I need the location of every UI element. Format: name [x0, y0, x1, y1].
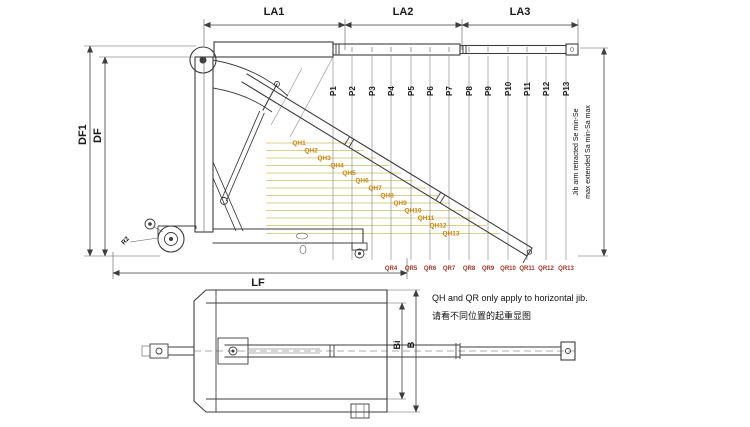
dimension-bi-b: Bi B: [387, 289, 420, 413]
qh-label-9: QH9: [393, 200, 407, 207]
jib-note-line2: max extended Sa min-Sa max: [585, 105, 592, 199]
qh-label-12: QH12: [430, 223, 447, 230]
mast-assembly: [189, 46, 334, 233]
qh-label-2: QH2: [304, 148, 318, 155]
la3-label: LA3: [510, 6, 531, 18]
qh-label-5: QH5: [342, 170, 356, 177]
la1-label: LA1: [264, 6, 285, 18]
df1-label: DF1: [77, 124, 89, 145]
p-label-8: P8: [465, 86, 474, 96]
jib-tip-pin: [526, 249, 533, 255]
qh-label-3: QH3: [317, 155, 331, 162]
qh-label-13: QH13: [443, 231, 460, 238]
qr-label-8: QR8: [463, 266, 476, 272]
p-label-3: P3: [368, 86, 377, 96]
qr-label-12: QR12: [538, 266, 554, 272]
plan-jib-end-cap: [560, 341, 576, 361]
qh-label-11: QH11: [418, 215, 435, 222]
caster-wheel-assembly: [129, 218, 197, 253]
qr-label-5: QR5: [405, 266, 418, 272]
hydraulic-cylinder: [220, 81, 280, 205]
lf-label: LF: [251, 277, 265, 289]
r2-leader-line: [129, 237, 159, 243]
p-label-13: P13: [562, 81, 571, 96]
p-label-4: P4: [387, 86, 396, 96]
plan-caster: [149, 343, 169, 359]
qh-label-1: QH1: [292, 140, 306, 147]
p-label-5: P5: [407, 86, 416, 96]
qr-label-13: QR13: [558, 266, 574, 272]
p-label-11: P11: [523, 82, 532, 96]
qh-label-6: QH6: [355, 178, 369, 185]
pulley-circle: [189, 46, 217, 74]
p-label-6: P6: [426, 86, 435, 96]
qr-label-4: QR4: [385, 266, 398, 272]
plan-view: [141, 289, 576, 419]
p-labels: P1 P2 P3 P4 P5 P6 P7 P8 P9 P10 P11 P12 P…: [329, 81, 571, 96]
qh-label-10: QH10: [405, 208, 422, 215]
plan-mast-base: [217, 337, 249, 365]
plan-wheel: [350, 403, 370, 419]
la2-label: LA2: [393, 6, 414, 18]
dimension-se-sa: Jib arm retracted Se min-Se max extended…: [573, 47, 608, 257]
b-label: B: [406, 341, 416, 348]
df-label: DF: [92, 128, 104, 143]
p-position-grid: [332, 56, 567, 260]
footnotes: QH and QR only apply to horizontal jib. …: [432, 293, 588, 321]
footnote-english: QH and QR only apply to horizontal jib.: [432, 293, 588, 303]
qr-labels: QR4 QR5 QR6 QR7 QR8 QR9 QR10 QR11 QR12 Q…: [385, 266, 575, 272]
p-label-1: P1: [329, 86, 338, 96]
jib-note-line1: Jib arm retracted Se min-Se: [573, 108, 580, 195]
qh-label-7: QH7: [368, 185, 382, 192]
footnote-chinese: 请看不同位置的起重显图: [432, 310, 531, 321]
gusset-curves: [212, 59, 289, 113]
qr-label-7: QR7: [443, 266, 456, 272]
qr-label-9: QR9: [482, 266, 495, 272]
r2-label: R2: [120, 235, 131, 246]
base-frame: [212, 228, 368, 259]
qh-labels: QH1 QH2 QH3 QH4 QH5 QH6 QH7 QH8 QH9 QH10…: [292, 140, 460, 238]
dimension-df: DF1 DF: [77, 45, 196, 257]
bi-label: Bi: [392, 341, 402, 350]
qh-label-8: QH8: [380, 193, 394, 200]
p-label-7: P7: [445, 86, 454, 96]
p-label-9: P9: [484, 86, 493, 96]
qr-label-6: QR6: [424, 266, 437, 272]
p-label-10: P10: [504, 81, 513, 96]
p-label-12: P12: [542, 81, 551, 96]
qh-label-4: QH4: [330, 163, 344, 170]
p-label-2: P2: [348, 86, 357, 96]
qr-label-10: QR10: [500, 266, 516, 272]
rear-wheel: [354, 248, 365, 259]
diagonal-jib: [241, 73, 533, 264]
leg-pin-hole: [296, 232, 308, 240]
dimension-la: LA1 LA2 LA3: [203, 6, 579, 50]
dimension-lf: LF: [112, 252, 408, 289]
horizontal-jib: [213, 41, 579, 58]
qr-label-11: QR11: [519, 266, 535, 272]
